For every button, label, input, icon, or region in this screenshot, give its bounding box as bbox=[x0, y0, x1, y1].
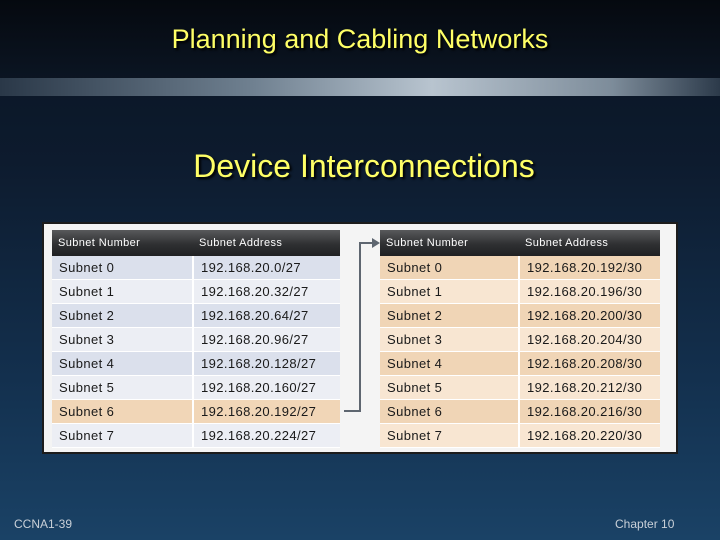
subnet-number-cell: Subnet 6 bbox=[52, 399, 194, 424]
subnet-number-cell: Subnet 3 bbox=[52, 327, 194, 352]
subnet-address-cell: 192.168.20.224/27 bbox=[193, 423, 340, 448]
subnet-number-cell: Subnet 2 bbox=[380, 303, 520, 328]
subnet-address-cell: 192.168.20.208/30 bbox=[519, 351, 660, 376]
subnet-tables-figure: Subnet Number Subnet Address Subnet 0 19… bbox=[42, 222, 678, 454]
subnet-number-cell: Subnet 4 bbox=[380, 351, 520, 376]
table-row: Subnet 7 192.168.20.220/30 bbox=[380, 423, 660, 448]
subnet-address-cell: 192.168.20.192/27 bbox=[193, 399, 340, 424]
table-row: Subnet 1 192.168.20.196/30 bbox=[380, 279, 660, 304]
title-band bbox=[0, 0, 720, 80]
subnet-number-cell: Subnet 7 bbox=[52, 423, 194, 448]
subnet-number-cell: Subnet 0 bbox=[380, 256, 520, 280]
subnet-number-cell: Subnet 5 bbox=[380, 375, 520, 400]
table-row: Subnet 1 192.168.20.32/27 bbox=[52, 279, 340, 304]
subnet-address-cell: 192.168.20.32/27 bbox=[193, 279, 340, 304]
arrow-head-icon bbox=[372, 238, 380, 248]
table-row: Subnet 4 192.168.20.208/30 bbox=[380, 351, 660, 376]
table-row: Subnet 7 192.168.20.224/27 bbox=[52, 423, 340, 448]
table-row: Subnet 2 192.168.20.200/30 bbox=[380, 303, 660, 328]
subnet-address-cell: 192.168.20.96/27 bbox=[193, 327, 340, 352]
table-row: Subnet 5 192.168.20.160/27 bbox=[52, 375, 340, 400]
subnet-address-cell: 192.168.20.212/30 bbox=[519, 375, 660, 400]
table-row: Subnet 3 192.168.20.204/30 bbox=[380, 327, 660, 352]
column-header-subnet-address: Subnet Address bbox=[193, 230, 340, 256]
subnet-address-cell: 192.168.20.128/27 bbox=[193, 351, 340, 376]
column-header-subnet-number: Subnet Number bbox=[52, 230, 193, 256]
table-header-row: Subnet Number Subnet Address bbox=[380, 230, 660, 256]
table-row: Subnet 0 192.168.20.0/27 bbox=[52, 256, 340, 280]
chapter-label: Chapter 10 bbox=[615, 517, 675, 531]
right-subnet-table: Subnet Number Subnet Address Subnet 0 19… bbox=[380, 230, 660, 448]
table-row: Subnet 2 192.168.20.64/27 bbox=[52, 303, 340, 328]
subnet-number-cell: Subnet 6 bbox=[380, 399, 520, 424]
table-header-row: Subnet Number Subnet Address bbox=[52, 230, 340, 256]
subnet-address-cell: 192.168.20.192/30 bbox=[519, 256, 660, 280]
table-row: Subnet 0 192.168.20.192/30 bbox=[380, 256, 660, 280]
subnet-number-cell: Subnet 3 bbox=[380, 327, 520, 352]
subnet-address-cell: 192.168.20.196/30 bbox=[519, 279, 660, 304]
subnet-address-cell: 192.168.20.216/30 bbox=[519, 399, 660, 424]
table-row: Subnet 4 192.168.20.128/27 bbox=[52, 351, 340, 376]
subnet-address-cell: 192.168.20.0/27 bbox=[193, 256, 340, 280]
connector-line bbox=[344, 242, 372, 412]
column-header-subnet-address: Subnet Address bbox=[519, 230, 660, 256]
subnet-address-cell: 192.168.20.220/30 bbox=[519, 423, 660, 448]
subnet-number-cell: Subnet 1 bbox=[380, 279, 520, 304]
left-subnet-table: Subnet Number Subnet Address Subnet 0 19… bbox=[52, 230, 340, 448]
slide-title: Planning and Cabling Networks bbox=[171, 24, 549, 54]
subnet-address-cell: 192.168.20.64/27 bbox=[193, 303, 340, 328]
title-divider bbox=[0, 78, 720, 96]
subnet-address-cell: 192.168.20.200/30 bbox=[519, 303, 660, 328]
slide-number: CCNA1-39 bbox=[14, 517, 73, 531]
table-row-highlighted: Subnet 6 192.168.20.192/27 bbox=[52, 399, 340, 424]
table-row: Subnet 5 192.168.20.212/30 bbox=[380, 375, 660, 400]
slide-subtitle: Device Interconnections bbox=[193, 148, 535, 184]
subnet-number-cell: Subnet 4 bbox=[52, 351, 194, 376]
subnet-number-cell: Subnet 7 bbox=[380, 423, 520, 448]
column-header-subnet-number: Subnet Number bbox=[380, 230, 519, 256]
subnet-number-cell: Subnet 0 bbox=[52, 256, 194, 280]
table-row: Subnet 3 192.168.20.96/27 bbox=[52, 327, 340, 352]
table-row: Subnet 6 192.168.20.216/30 bbox=[380, 399, 660, 424]
subnet-address-cell: 192.168.20.160/27 bbox=[193, 375, 340, 400]
subnet-number-cell: Subnet 2 bbox=[52, 303, 194, 328]
subnet-number-cell: Subnet 5 bbox=[52, 375, 194, 400]
subnet-address-cell: 192.168.20.204/30 bbox=[519, 327, 660, 352]
subnet-number-cell: Subnet 1 bbox=[52, 279, 194, 304]
